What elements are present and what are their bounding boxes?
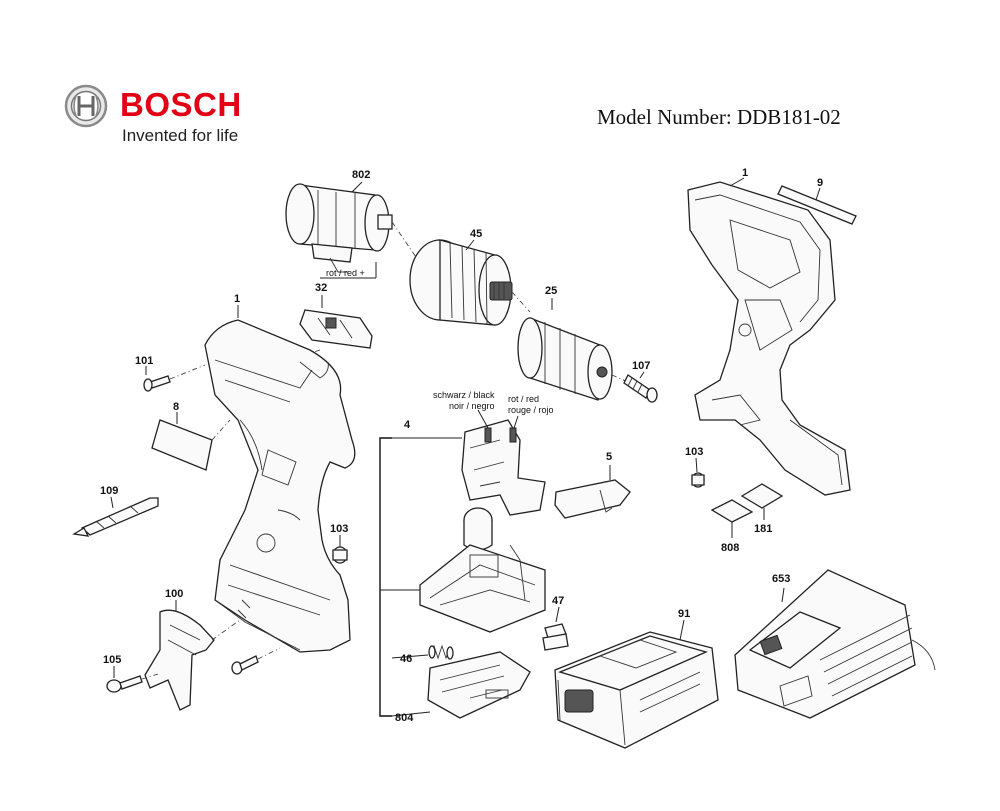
callout-100: 100	[165, 588, 183, 600]
callout-1-left: 1	[234, 293, 240, 305]
group-bracket	[379, 437, 392, 717]
callout-804: 804	[395, 712, 414, 724]
callout-181: 181	[754, 523, 772, 535]
model-number: Model Number: DDB181-02	[597, 105, 841, 129]
wire-label-red-1: rot / red	[508, 394, 539, 404]
wire-label-red-2: rouge / rojo	[508, 405, 554, 415]
switch-part	[419, 419, 546, 633]
bosch-logo-icon	[64, 84, 108, 128]
screw-101-part	[143, 364, 206, 392]
wire-label-black-1: schwarz / black	[433, 390, 495, 400]
callout-32: 32	[315, 282, 327, 294]
label-part	[151, 419, 231, 471]
callout-107: 107	[632, 360, 650, 372]
callout-5: 5	[606, 451, 612, 463]
screw-clip-part	[231, 647, 281, 675]
motor-part	[285, 183, 419, 273]
callout-105: 105	[103, 654, 121, 666]
callout-45: 45	[470, 228, 482, 240]
brand-tagline: Invented for life	[122, 126, 239, 145]
callout-103-right: 103	[685, 446, 703, 458]
callout-8: 8	[173, 401, 179, 413]
rubber-pad-part	[542, 623, 569, 651]
housing-left-part	[204, 319, 356, 653]
callout-101: 101	[135, 355, 153, 367]
pad-181-part	[740, 483, 784, 509]
callout-46: 46	[400, 653, 412, 665]
callout-653: 653	[772, 573, 790, 585]
charger-part	[734, 569, 936, 719]
battery-part	[554, 631, 719, 749]
pad-808-part	[710, 499, 754, 523]
callout-4: 4	[404, 419, 411, 431]
callout-1-right: 1	[742, 167, 748, 179]
contact-plate-part	[427, 651, 531, 719]
callout-808: 808	[721, 542, 739, 554]
wire-label-motor: rot / red +	[326, 268, 365, 278]
callout-109: 109	[100, 485, 118, 497]
label-strip-part	[777, 185, 857, 225]
bit-part	[72, 497, 159, 537]
screw-107-part	[623, 374, 658, 403]
gearbox-part	[409, 239, 531, 326]
nut-103-right-part	[691, 472, 705, 488]
callout-47: 47	[552, 595, 564, 607]
brush-holder-part	[299, 309, 373, 349]
nut-103-left-part	[332, 546, 348, 564]
belt-clip-part	[144, 609, 241, 711]
callout-25: 25	[545, 285, 557, 297]
wire-label-black-2: noir / negro	[449, 401, 495, 411]
trigger-part	[554, 479, 631, 519]
callout-91: 91	[678, 608, 690, 620]
callout-9: 9	[817, 177, 823, 189]
brand-name: BOSCH	[120, 86, 242, 123]
housing-right-part	[687, 181, 851, 496]
spring-part	[428, 644, 454, 660]
callout-802: 802	[352, 169, 370, 181]
screw-105-part	[106, 673, 159, 693]
chuck-part	[517, 317, 629, 401]
callout-103-left: 103	[330, 523, 348, 535]
